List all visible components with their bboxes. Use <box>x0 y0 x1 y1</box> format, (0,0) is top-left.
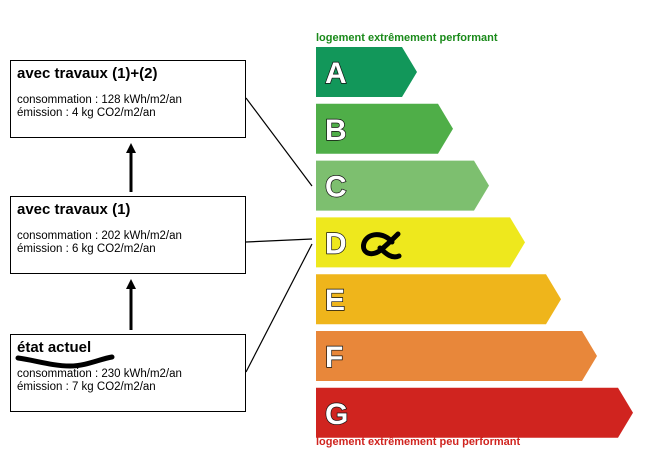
energy-band-letter: B <box>325 114 347 147</box>
energy-band-arrow <box>316 47 417 97</box>
energy-band-letter: A <box>325 57 347 90</box>
energy-band-letter: F <box>325 341 343 374</box>
energy-band-e: E <box>316 274 561 325</box>
scenario-emission: émission : 7 kg CO2/m2/an <box>17 381 156 393</box>
scenario-title: avec travaux (1)+(2) <box>17 65 158 82</box>
scenario-consumption: consommation : 202 kWh/m2/an <box>17 230 182 242</box>
handwritten-alpha-mark <box>361 231 402 260</box>
scenario-emission: émission : 6 kg CO2/m2/an <box>17 243 156 255</box>
scale-bottom-label: logement extrêmement peu performant <box>316 436 521 448</box>
connector-line <box>245 243 313 373</box>
energy-band-g: G <box>316 387 633 438</box>
energy-band-arrow <box>316 274 561 325</box>
energy-band-f: F <box>316 331 597 381</box>
scenario-consumption: consommation : 128 kWh/m2/an <box>17 94 182 106</box>
energy-band-letter: E <box>325 284 345 317</box>
energy-band-arrow <box>316 387 633 438</box>
energy-band-arrow <box>316 160 489 211</box>
energy-band-arrow <box>316 331 597 381</box>
energy-band-letter: D <box>325 227 347 260</box>
scenario-box-works-1-2: avec travaux (1)+(2) consommation : 128 … <box>10 60 246 138</box>
scale-top-label: logement extrêmement performant <box>316 32 498 44</box>
scenario-title: état actuel <box>17 339 92 356</box>
scenario-emission: émission : 4 kg CO2/m2/an <box>17 107 156 119</box>
energy-band-d: D <box>316 217 525 268</box>
scenario-title: avec travaux (1) <box>17 201 131 218</box>
connector-line <box>245 97 313 187</box>
energy-band-letter: C <box>325 171 347 204</box>
energy-band-b: B <box>316 103 453 154</box>
connector-line <box>245 238 313 243</box>
energy-band-c: C <box>316 160 489 211</box>
scenario-box-works-1: avec travaux (1) consommation : 202 kWh/… <box>10 196 246 274</box>
energy-band-arrow <box>316 217 525 268</box>
scenario-consumption: consommation : 230 kWh/m2/an <box>17 368 182 380</box>
scenario-box-current-state: état actuel consommation : 230 kWh/m2/an… <box>10 334 246 412</box>
energy-band-letter: G <box>325 398 348 431</box>
energy-band-a: A <box>316 47 417 97</box>
energy-band-arrow <box>316 103 453 154</box>
